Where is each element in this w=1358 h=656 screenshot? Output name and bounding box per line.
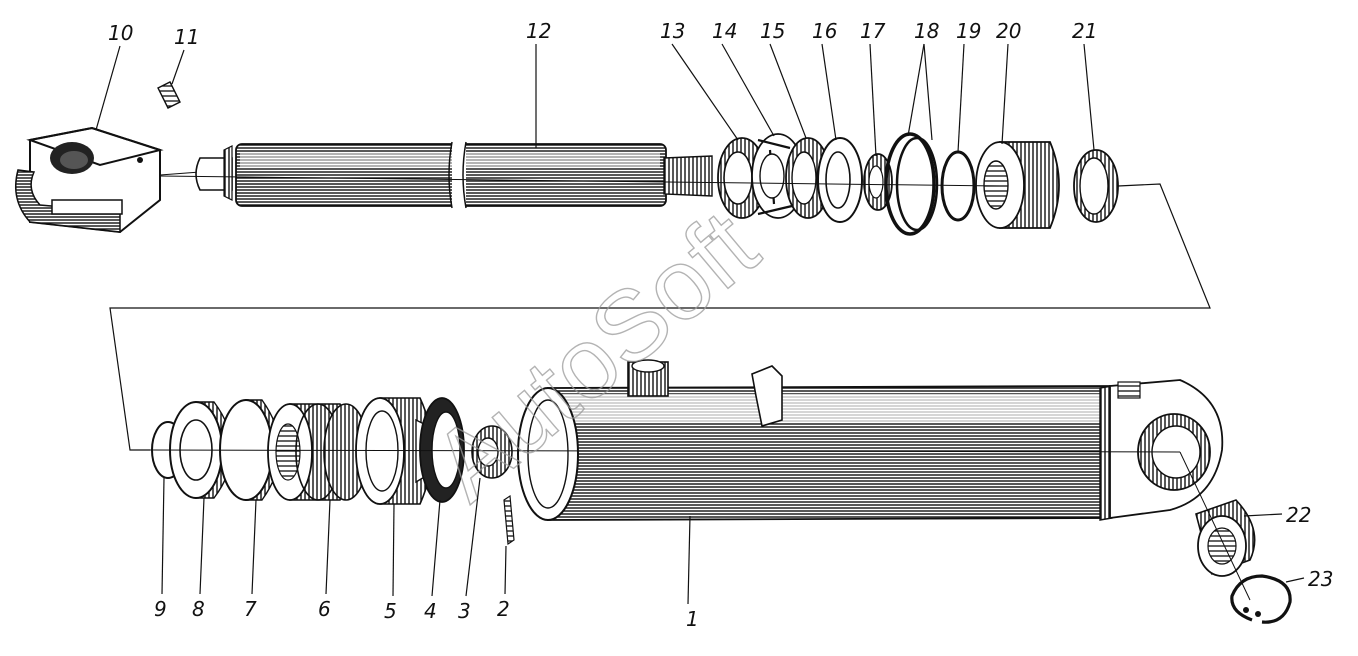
part-10-clevis — [15, 126, 201, 234]
part-label-8: 8 — [192, 597, 205, 621]
assembly-connector-line — [109, 183, 1211, 451]
part-label-23: 23 — [1308, 567, 1333, 591]
part-12-piston-rod — [195, 140, 713, 210]
leader-line — [161, 477, 165, 595]
leader-line — [1001, 43, 1009, 145]
part-6-packing-set — [267, 403, 369, 501]
leader-line — [392, 503, 395, 597]
part-20-piston — [975, 141, 1060, 229]
top-axis-line — [159, 175, 1001, 187]
leader-line — [907, 43, 925, 137]
leader-line — [95, 45, 121, 131]
part-labels: 1 2 3 4 5 6 7 8 9 10 11 12 13 14 15 16 1… — [108, 19, 1333, 631]
part-label-11: 11 — [174, 25, 199, 49]
part-label-22: 22 — [1286, 503, 1311, 527]
part-16-washer — [817, 137, 863, 223]
leader-line — [1285, 577, 1305, 583]
leader-line — [1243, 513, 1283, 517]
leader-line — [769, 43, 807, 139]
part-18-o-rings — [884, 132, 939, 236]
part-1-cylinder — [517, 359, 1224, 521]
part-21-ring — [1073, 149, 1119, 223]
leader-line — [1083, 43, 1095, 151]
leader-line — [869, 43, 877, 157]
part-2-cotter-pin — [503, 494, 515, 546]
leader-line — [431, 499, 441, 597]
part-label-9: 9 — [154, 597, 167, 621]
leader-line — [251, 499, 257, 595]
part-label-6: 6 — [318, 597, 331, 621]
part-label-12: 12 — [526, 19, 551, 43]
leader-line — [957, 43, 965, 153]
leader-line — [199, 497, 205, 595]
part-label-15: 15 — [760, 19, 785, 43]
part-11-set-screw — [157, 81, 181, 109]
part-label-17: 17 — [860, 19, 886, 43]
part-label-13: 13 — [660, 19, 685, 43]
part-label-18: 18 — [914, 19, 939, 43]
part-label-7: 7 — [244, 597, 257, 621]
part-4-seal — [419, 397, 465, 503]
rear-axis-line — [1179, 451, 1251, 601]
part-label-20: 20 — [996, 19, 1021, 43]
bottom-axis-line — [149, 449, 1181, 453]
leader-line — [687, 515, 691, 605]
part-3-nut — [471, 425, 513, 479]
part-label-19: 19 — [956, 19, 981, 43]
part-label-1: 1 — [686, 607, 699, 631]
leader-line — [171, 49, 185, 85]
leader-line — [721, 43, 775, 137]
part-label-3: 3 — [458, 599, 471, 623]
leader-line — [325, 499, 331, 595]
part-label-16: 16 — [812, 19, 837, 43]
part-label-4: 4 — [424, 599, 437, 623]
part-label-14: 14 — [712, 19, 737, 43]
leader-line — [923, 43, 933, 141]
part-15-ring — [785, 137, 831, 219]
leader-line — [504, 545, 507, 595]
leader-lines — [95, 43, 1305, 605]
part-label-21: 21 — [1072, 19, 1097, 43]
leader-line — [465, 477, 481, 597]
part-label-5: 5 — [384, 599, 397, 623]
leader-line — [821, 43, 837, 141]
part-23-retaining-ring — [1230, 574, 1292, 624]
leader-line — [671, 43, 739, 141]
part-22-bushing — [1195, 499, 1256, 577]
part-label-10: 10 — [108, 21, 133, 45]
part-label-2: 2 — [497, 597, 510, 621]
